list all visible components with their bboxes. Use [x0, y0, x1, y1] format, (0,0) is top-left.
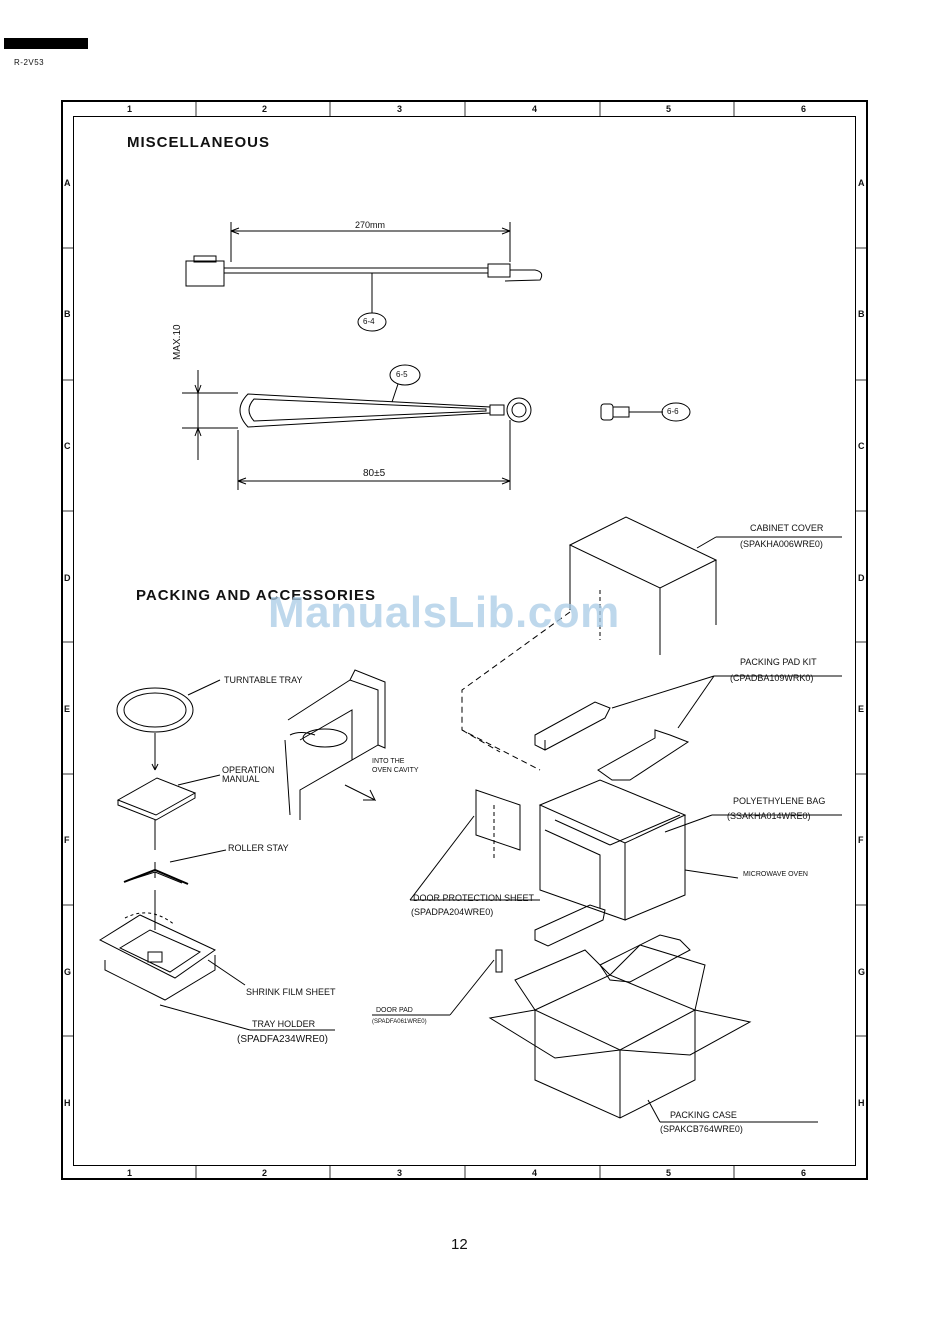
label-door-protection-sheet: DOOR PROTECTION SHEET: [413, 893, 535, 903]
model-number: R-2V53: [14, 58, 45, 67]
grid-col-top-1: 1: [127, 104, 133, 114]
ref-6-5: 6-5: [396, 370, 408, 379]
label-door-protection-sheet-pn: (SPADPA204WRE0): [411, 907, 494, 917]
turntable-tray-part: [116, 679, 221, 771]
label-cabinet-cover-pn: (SPAKHA006WRE0): [740, 539, 823, 549]
dimension-max10: MAX.10: [172, 324, 183, 360]
grid-col-top-4: 4: [532, 104, 538, 114]
grid-col-bottom-6: 6: [801, 1168, 807, 1178]
label-operation-manual-1: OPERATION: [222, 765, 275, 775]
grid-row-left-b: B: [64, 309, 71, 319]
grid-col-bottom-1: 1: [127, 1168, 133, 1178]
grid-row-left-e: E: [64, 704, 71, 714]
frame-tick-marks: [62, 101, 867, 1179]
roller-stay-part: [123, 849, 227, 930]
ref-6-4: 6-4: [363, 317, 375, 326]
label-into-oven-2: OVEN CAVITY: [372, 767, 419, 774]
label-microwave-oven: MICROWAVE OVEN: [743, 871, 808, 878]
dimension-80: 80±5: [363, 468, 386, 479]
grid-row-right-b: B: [858, 309, 865, 319]
label-packing-pad-kit: PACKING PAD KIT: [740, 657, 817, 667]
dimension-270mm: 270mm: [355, 220, 386, 230]
label-turntable-tray: TURNTABLE TRAY: [224, 675, 303, 685]
page-number: 12: [451, 1236, 468, 1253]
grid-row-right-h: H: [858, 1098, 865, 1108]
label-cabinet-cover: CABINET COVER: [750, 523, 824, 533]
drawing-frame-outer: [61, 100, 868, 1180]
lead-wire-6-4: [185, 222, 543, 332]
grid-row-right-g: G: [858, 967, 866, 977]
tray-holder-part: [98, 912, 335, 1031]
grid-row-left-c: C: [64, 441, 71, 451]
section-title-packing: PACKING AND ACCESSORIES: [136, 587, 376, 604]
label-packing-case-pn: (SPAKCB764WRE0): [660, 1124, 743, 1134]
label-tray-holder-pn: (SPADFA234WRE0): [237, 1034, 328, 1045]
cabinet-cover-part: [568, 516, 842, 655]
grid-row-right-e: E: [858, 704, 865, 714]
header-bar: [4, 38, 88, 49]
grid-col-top-5: 5: [666, 104, 672, 114]
grid-col-top-6: 6: [801, 104, 807, 114]
watermark: ManualsLib.com: [268, 588, 620, 637]
insulation-6-5: [182, 364, 532, 490]
grid-col-top-3: 3: [397, 104, 403, 114]
grid-row-right-c: C: [858, 441, 865, 451]
grid-col-bottom-5: 5: [666, 1168, 672, 1178]
packing-pad-top: [534, 675, 842, 781]
grid-col-bottom-2: 2: [262, 1168, 268, 1178]
screw-6-6: [600, 402, 691, 422]
grid-col-bottom-3: 3: [397, 1168, 403, 1178]
label-polyethylene-bag: POLYETHYLENE BAG: [733, 796, 826, 806]
label-operation-manual-2: MANUAL: [222, 774, 260, 784]
label-door-pad-pn: (SPADFA061WRE0): [372, 1019, 427, 1025]
packing-case-part: [488, 944, 818, 1123]
packing-pad-bottom: [534, 904, 691, 983]
label-tray-holder: TRAY HOLDER: [252, 1019, 316, 1029]
grid-col-top-2: 2: [262, 104, 268, 114]
oven-cavity-inset: [284, 669, 386, 820]
grid-row-right-f: F: [858, 835, 864, 845]
label-door-pad: DOOR PAD: [376, 1007, 413, 1014]
label-into-oven-1: INTO THE: [372, 758, 405, 765]
label-polyethylene-bag-pn: (SSAKHA014WRE0): [727, 811, 811, 821]
operation-manual-part: [116, 774, 221, 850]
drawing-frame-inner: [73, 116, 856, 1166]
grid-row-right-a: A: [858, 178, 865, 188]
label-roller-stay: ROLLER STAY: [228, 843, 289, 853]
label-packing-pad-kit-pn: (CPADBA109WRK0): [730, 673, 814, 683]
grid-row-left-a: A: [64, 178, 71, 188]
grid-row-left-h: H: [64, 1098, 71, 1108]
ref-6-6: 6-6: [667, 407, 679, 416]
microwave-oven-in-bag: [538, 779, 842, 921]
dashed-guides: [461, 611, 571, 771]
label-shrink-film-sheet: SHRINK FILM SHEET: [246, 987, 336, 997]
grid-row-left-f: F: [64, 835, 70, 845]
door-pad-part: [372, 949, 503, 1016]
grid-row-left-g: G: [64, 967, 72, 977]
label-packing-case: PACKING CASE: [670, 1110, 737, 1120]
grid-col-bottom-4: 4: [532, 1168, 538, 1178]
grid-row-left-d: D: [64, 573, 71, 583]
section-title-miscellaneous: MISCELLANEOUS: [127, 134, 271, 151]
door-protection-sheet-part: [409, 789, 540, 901]
grid-row-right-d: D: [858, 573, 865, 583]
